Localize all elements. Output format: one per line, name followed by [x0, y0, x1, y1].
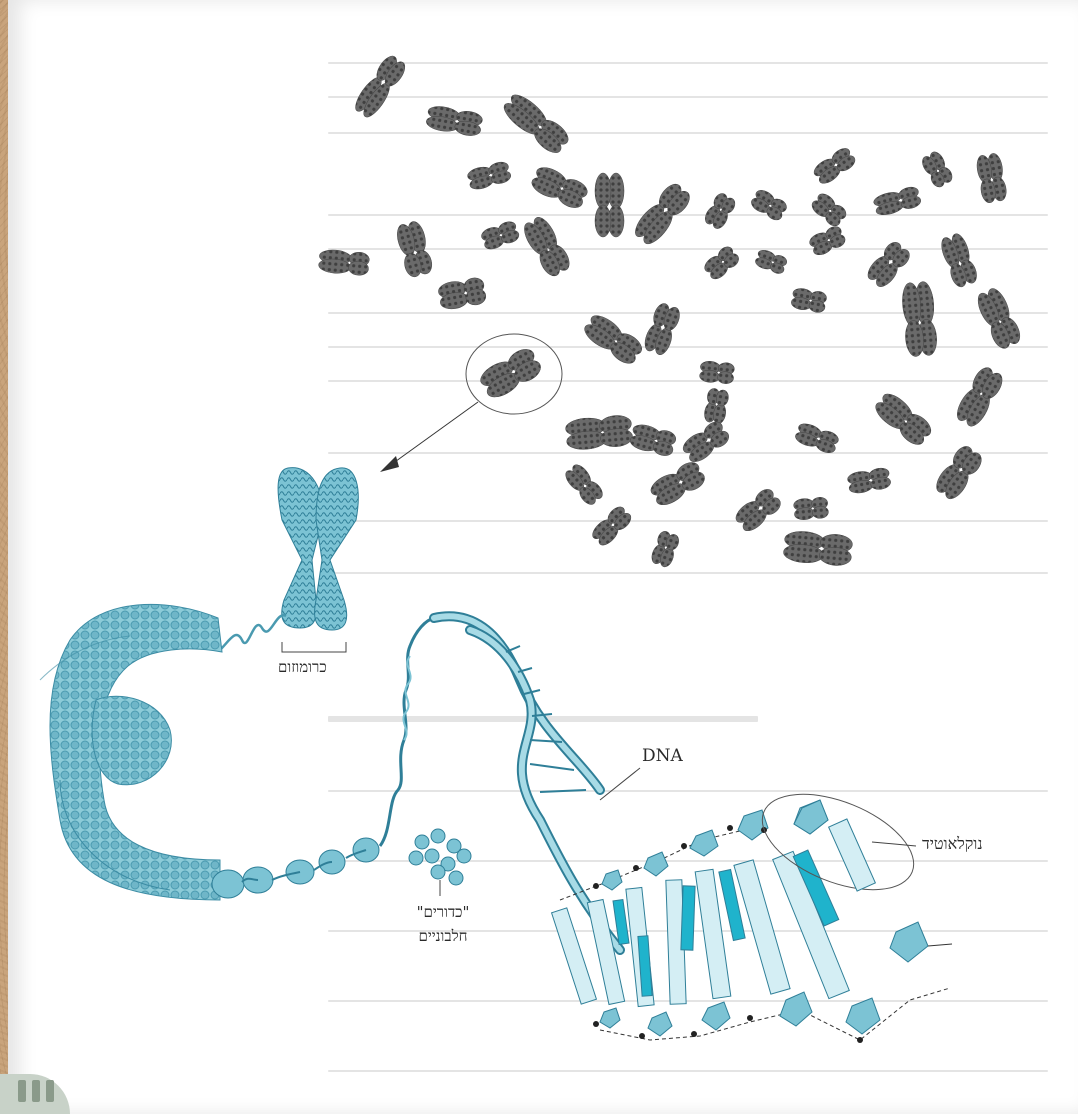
nucleotide-ladder: [552, 800, 952, 1043]
metaphase-chromosome: [783, 530, 853, 567]
nucleotide-label: נוקלאוטיד: [922, 834, 983, 854]
metaphase-chromosome: [699, 360, 735, 384]
metaphase-chromosome: [680, 419, 732, 466]
metaphase-chromosome: [807, 224, 847, 257]
chromatin-fiber: [40, 604, 222, 900]
metaphase-chromosome: [589, 504, 634, 549]
metaphase-chromosome: [749, 187, 789, 222]
arrow-head: [380, 456, 399, 472]
metaphase-chromosome: [953, 364, 1006, 429]
metaphase-chromosome: [847, 467, 892, 495]
metaphase-chromosome: [628, 422, 677, 458]
metaphase-chromosome: [703, 388, 730, 425]
metaphase-chromosome: [974, 286, 1024, 352]
metaphase-chromosome: [520, 214, 573, 279]
metaphase-chromosome: [529, 164, 590, 212]
metaphase-chromosome: [811, 145, 857, 186]
metaphase-chromosome: [565, 414, 633, 451]
logo-bar: [18, 1080, 26, 1102]
nucleotide-leader: [872, 842, 916, 846]
histone-spheres: [409, 829, 471, 885]
chromosome-label: כרומוזום: [278, 658, 327, 677]
metaphase-chromosome: [318, 249, 370, 276]
metaphase-chromosome: [754, 248, 788, 275]
histone-label-line1: "כדורים": [395, 900, 491, 924]
metaphase-chromosome: [938, 232, 979, 289]
metaphase-chromosome: [901, 281, 938, 357]
metaphase-chromosome: [702, 244, 742, 282]
dna-leader: [600, 768, 640, 800]
metaphase-chromosome: [648, 459, 708, 509]
metaphase-chromosome: [790, 287, 827, 314]
metaphase-chromosome: [794, 421, 841, 455]
pointer-arrow-line: [392, 402, 478, 464]
metaphase-chromosome: [351, 53, 409, 121]
metaphase-chromosome: [649, 530, 680, 569]
metaphase-chromosome: [500, 90, 573, 157]
metaphase-chromosome: [872, 185, 922, 217]
metaphase-chromosome: [466, 160, 512, 191]
metaphase-chromosome: [631, 180, 694, 248]
metaphase-chromosome: [562, 462, 605, 508]
metaphase-chromosome: [437, 276, 487, 311]
metaphase-chromosome: [480, 219, 521, 251]
condensed-chromosome: [278, 468, 358, 630]
metaphase-chromosome: [581, 311, 646, 368]
nucleosome-string: [212, 838, 379, 898]
metaphase-chromosome: [919, 149, 954, 189]
histone-label-line2: חלבוניים: [395, 924, 491, 948]
metaphase-chromosome: [732, 486, 783, 535]
metaphase-chromosome: [932, 443, 985, 503]
metaphase-chromosome: [793, 497, 829, 521]
metaphase-chromosome: [975, 152, 1008, 204]
metaphase-chromosome: [642, 301, 683, 357]
metaphase-chromosome: [871, 389, 934, 448]
logo-bar: [32, 1080, 40, 1102]
chromatin-squiggle: [220, 615, 286, 650]
metaphase-chromosome: [394, 220, 434, 279]
logo-bar: [46, 1080, 54, 1102]
chromosome-bracket: [282, 642, 346, 652]
metaphase-chromosome: [864, 239, 913, 290]
karyotype-chromosomes: [318, 53, 1024, 569]
histone-label: "כדורים" חלבוניים: [395, 900, 491, 948]
dna-label: DNA: [642, 746, 683, 766]
metaphase-chromosome: [809, 191, 849, 229]
metaphase-chromosome: [702, 191, 737, 231]
metaphase-chromosome: [595, 173, 624, 237]
metaphase-chromosome: [425, 104, 483, 137]
highlighted-chromosome: [477, 345, 544, 402]
